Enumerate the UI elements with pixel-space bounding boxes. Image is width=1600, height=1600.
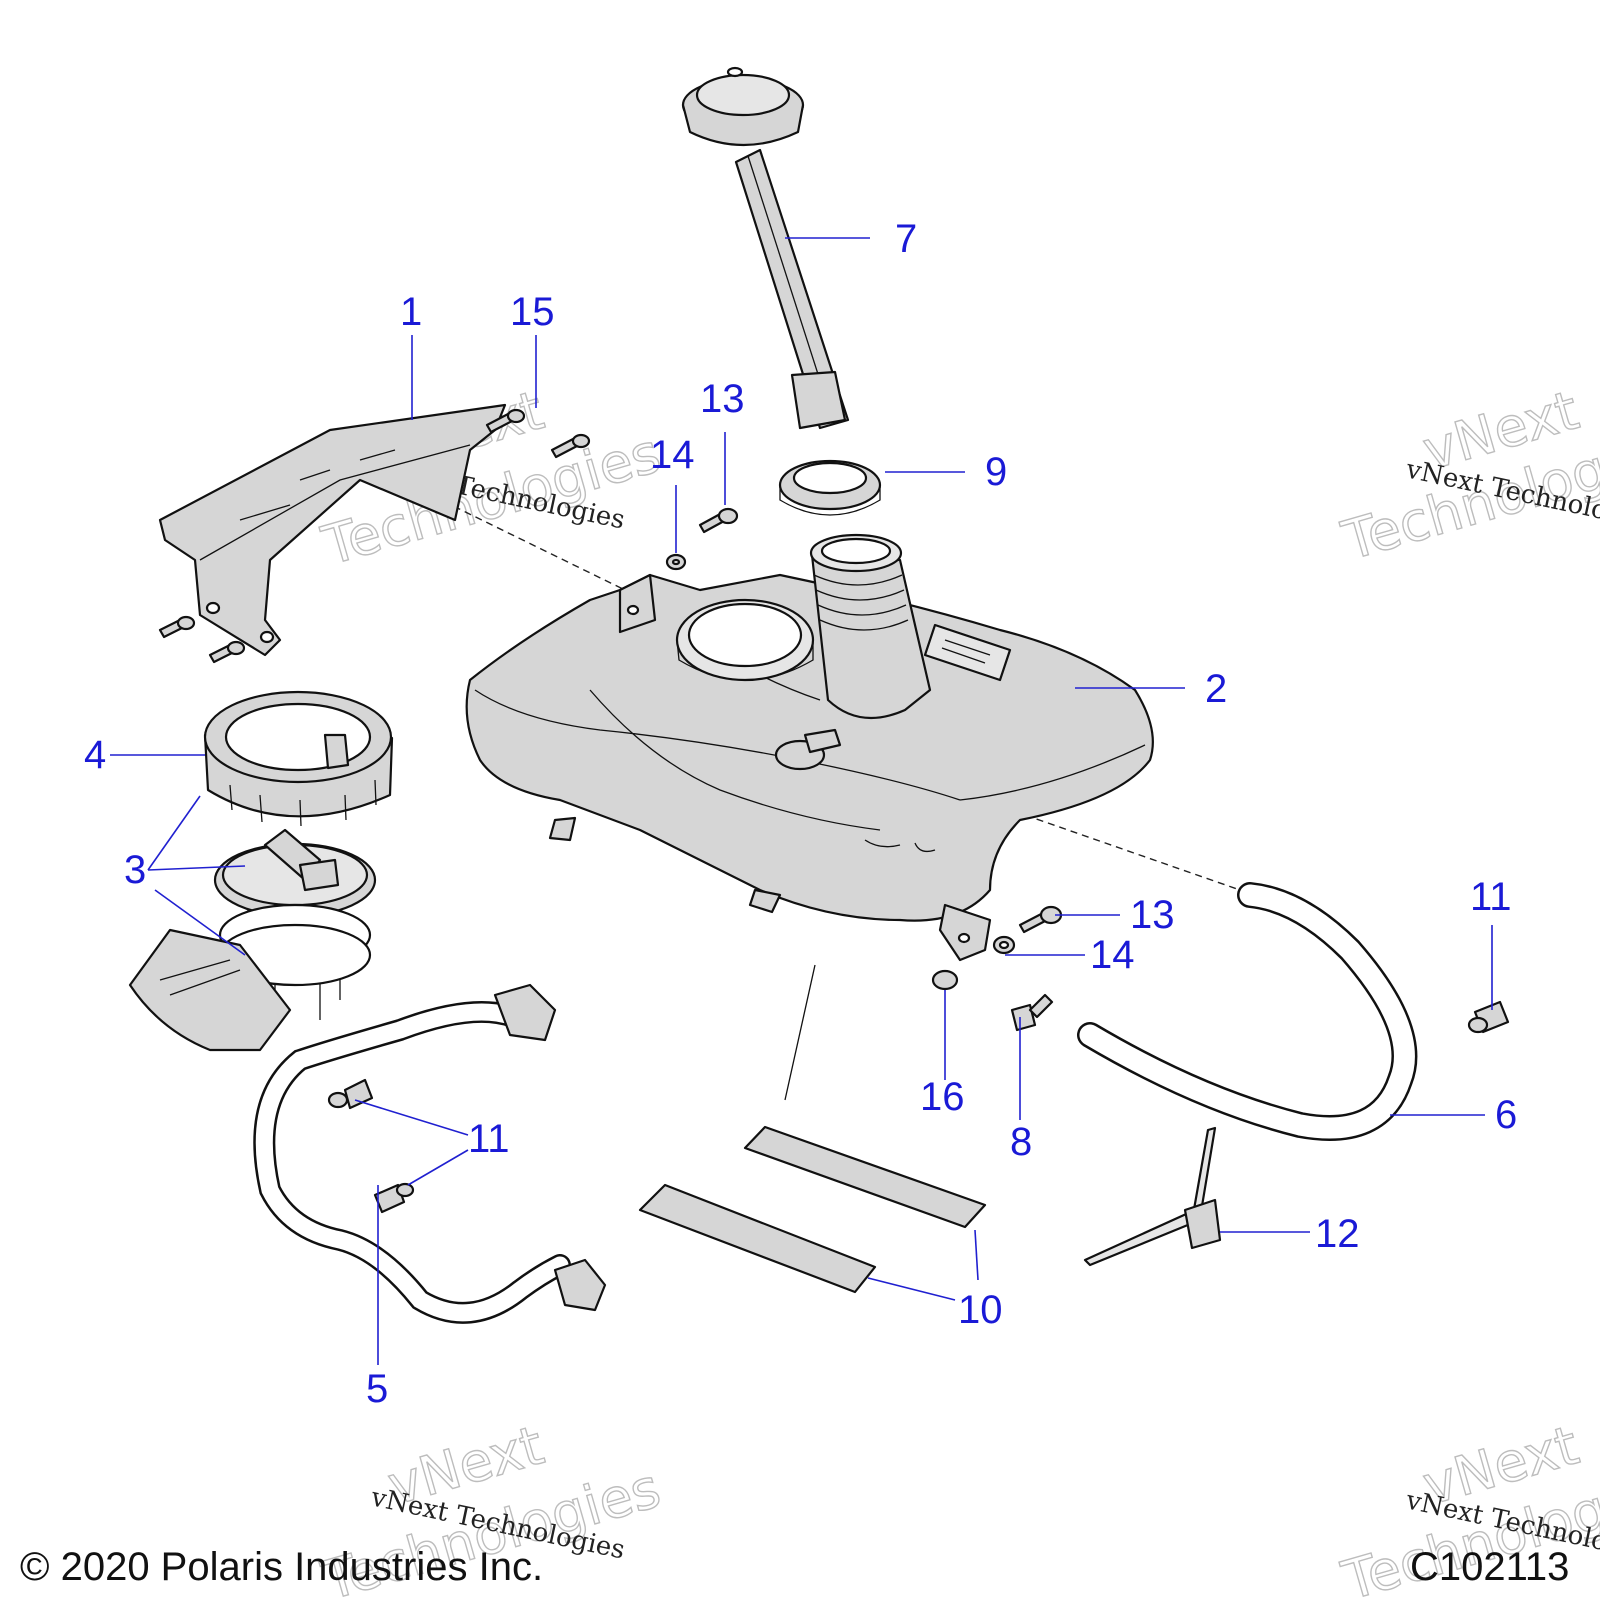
- bracket-bolts: [158, 408, 591, 664]
- fuel-cap-sender: [681, 66, 850, 430]
- tank-pads: [638, 1125, 987, 1294]
- hose-clamp-right: [1467, 1000, 1510, 1034]
- watermark-top-right: Technologies vNext vNext Technologies: [1335, 378, 1600, 574]
- callout-13-lower: 13: [1130, 893, 1175, 937]
- callout-8: 8: [1010, 1120, 1032, 1164]
- callout-1: 1: [400, 290, 422, 334]
- callout-2: 2: [1205, 667, 1227, 711]
- callout-numbers: 1 15 13 14 7 9 2 4 3 5 6 8 16 13 14 11 1…: [84, 217, 1517, 1411]
- callout-3: 3: [124, 848, 146, 892]
- callout-4: 4: [84, 733, 106, 777]
- callout-13-upper: 13: [700, 377, 745, 421]
- leader-lines: [110, 237, 1493, 1365]
- diagram-code: C102113: [1410, 1545, 1569, 1589]
- callout-11-right: 11: [1470, 875, 1512, 919]
- vent-hose: [1077, 882, 1418, 1141]
- mounting-bracket: [158, 403, 507, 657]
- fuel-tank: [465, 533, 1154, 962]
- callout-7: 7: [895, 217, 917, 261]
- pump-lock-ring: [203, 690, 394, 827]
- callout-14-lower: 14: [1090, 933, 1135, 977]
- bolt-washer-upper: [665, 507, 739, 571]
- hose-clamps-left: [327, 1078, 415, 1214]
- filler-seal: [778, 459, 882, 516]
- callout-12: 12: [1315, 1212, 1360, 1256]
- cable-tie: [1083, 1126, 1222, 1267]
- copyright-footer: © 2020 Polaris Industries Inc.: [20, 1545, 543, 1589]
- callout-10: 10: [958, 1288, 1003, 1332]
- assembly-line-pads: [784, 964, 816, 1101]
- callout-5: 5: [366, 1367, 388, 1411]
- callout-9: 9: [985, 450, 1007, 494]
- fuel-line: [253, 983, 607, 1324]
- fuel-pump-assembly: [128, 828, 377, 1052]
- callout-16: 16: [920, 1075, 965, 1119]
- grommet: [931, 969, 959, 991]
- callout-11-left: 11: [468, 1117, 510, 1161]
- callout-14-upper: 14: [650, 433, 695, 477]
- callout-6: 6: [1495, 1093, 1517, 1137]
- callout-15: 15: [510, 290, 555, 334]
- vent-fitting: [1010, 993, 1054, 1032]
- bolt-washer-lower: [992, 905, 1063, 955]
